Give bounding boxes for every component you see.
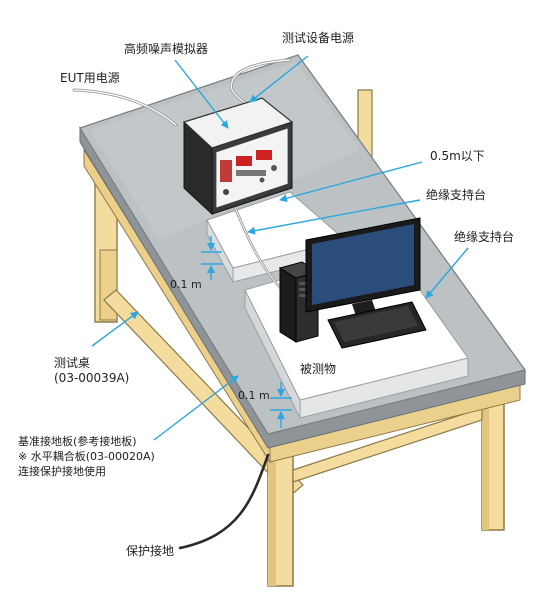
label-height-lower: 0.1 m [238, 389, 270, 402]
arrow-distance [279, 161, 423, 203]
table-stretcher-long [103, 289, 304, 497]
noise-simulator [182, 97, 294, 216]
label-distance: 0.5m以下 [430, 149, 485, 163]
label-ground-plate-note: 连接保护接地使用 [18, 465, 106, 478]
cables [72, 58, 292, 550]
keyboard [327, 301, 427, 349]
pointer-arrows [91, 55, 469, 441]
arrow-ground-plate [153, 375, 239, 441]
label-ground-plate: 基准接地板(参考接地板) ※ 水平耦合板(03-00020A) 连接保护接地使用 [18, 434, 155, 479]
label-insulated-support-1: 绝缘支持台 [426, 188, 487, 202]
label-noise-simulator: 高频噪声模拟器 [124, 42, 209, 56]
arrow-insulated-support-1 [247, 199, 421, 235]
label-height-upper: 0.1 m [170, 278, 202, 291]
label-insulated-support-2: 绝缘支持台 [454, 230, 515, 244]
label-test-table-code: (03-00039A) [54, 371, 130, 385]
label-test-table: 测试桌 (03-00039A) [54, 356, 129, 386]
monitor [305, 217, 421, 325]
arrow-insulated-support-2 [425, 247, 469, 299]
label-protective-ground: 保护接地 [126, 544, 175, 558]
arrow-noise-simulator [174, 59, 229, 129]
label-eut: 被测物 [300, 362, 337, 376]
monitor-screen [312, 224, 414, 305]
table-frame [83, 89, 521, 587]
label-test-table-name: 测试桌 [54, 356, 91, 370]
height-marks [201, 236, 292, 428]
table-stretcher-front [292, 407, 483, 483]
ground-cable [178, 453, 270, 550]
label-ground-plate-alt: ※ 水平耦合板(03-00020A) [18, 450, 155, 463]
label-ground-plate-name: 基准接地板(参考接地板) [18, 435, 137, 448]
label-test-power: 测试设备电源 [282, 31, 355, 45]
arrow-test-table [91, 311, 139, 347]
arrow-test-power [249, 55, 309, 103]
label-eut-power: EUT用电源 [60, 71, 120, 85]
